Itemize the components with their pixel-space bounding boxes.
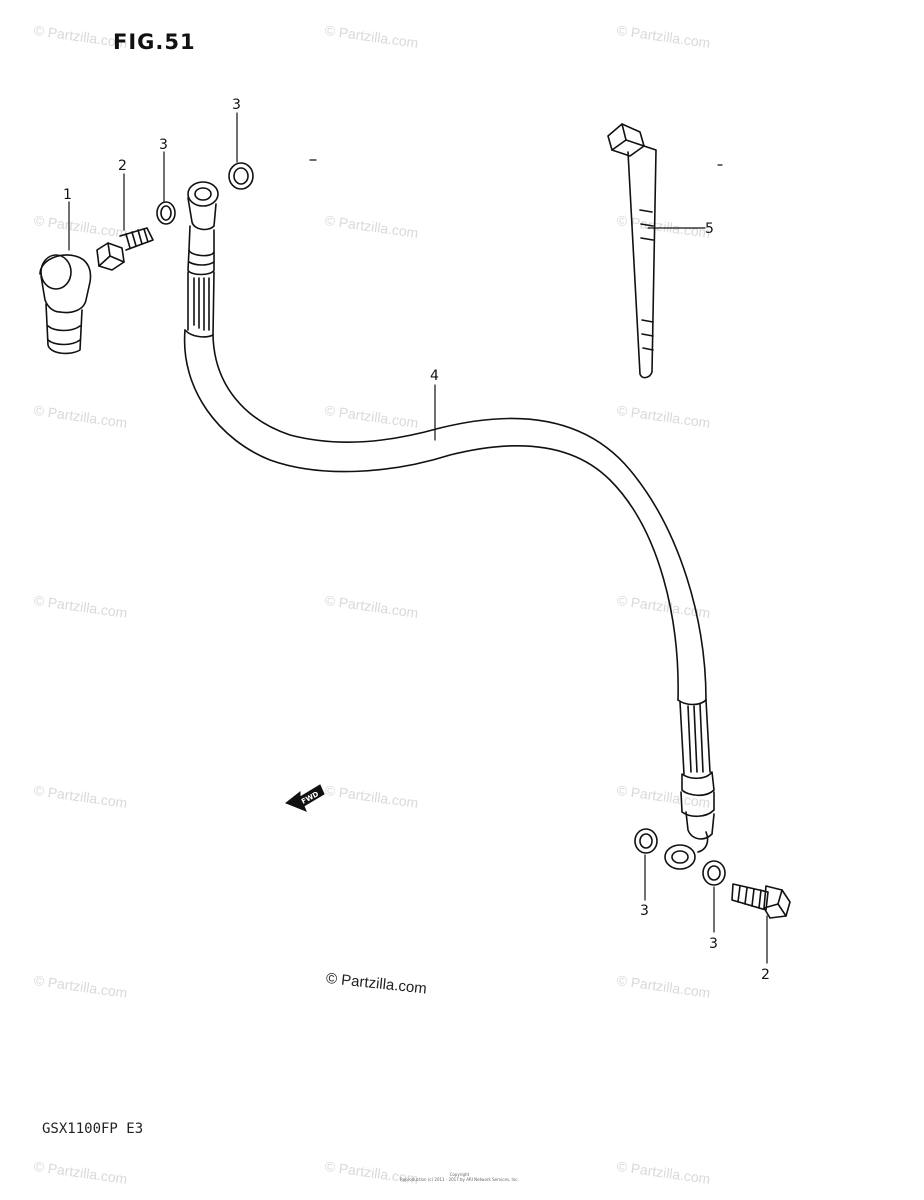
part-1-cap xyxy=(39,254,92,355)
part-3-washer-d xyxy=(702,860,726,886)
part-4-hose-inner xyxy=(212,334,707,701)
part-3-washer-a xyxy=(156,201,176,225)
part-4-hose-outer xyxy=(183,329,679,701)
part-5-cable-tie xyxy=(607,123,657,379)
callout-2-lower: 2 xyxy=(761,967,770,983)
part-2-bolt-upper xyxy=(96,227,154,271)
callout-3-upper-b: 3 xyxy=(232,97,241,113)
callout-3-lower-b: 3 xyxy=(709,936,718,952)
callout-2-upper: 2 xyxy=(118,158,127,174)
copyright-line-1: Copyright xyxy=(449,1172,470,1177)
callout-3-lower-a: 3 xyxy=(640,903,649,919)
figure-title: FIG.51 xyxy=(113,30,196,54)
part-3-washer-b xyxy=(228,162,254,190)
callout-5: 5 xyxy=(705,221,714,237)
callout-4: 4 xyxy=(430,368,439,384)
banjo-fitting-upper xyxy=(187,181,219,336)
part-2-bolt-lower xyxy=(731,883,791,919)
copyright-line-2: Reproduction (c) 2011 - 2017 by ARI Netw… xyxy=(400,1177,519,1182)
model-code: GSX1100FP E3 xyxy=(42,1121,144,1137)
copyright-notice: Copyright Reproduction (c) 2011 - 2017 b… xyxy=(400,1172,519,1182)
callout-1: 1 xyxy=(63,187,72,203)
fwd-label: FWD xyxy=(300,790,320,806)
callout-3-upper-a: 3 xyxy=(159,137,168,153)
part-3-washer-c xyxy=(634,828,658,854)
fwd-arrow-icon: FWD xyxy=(285,784,325,812)
banjo-fitting-lower xyxy=(664,699,715,870)
